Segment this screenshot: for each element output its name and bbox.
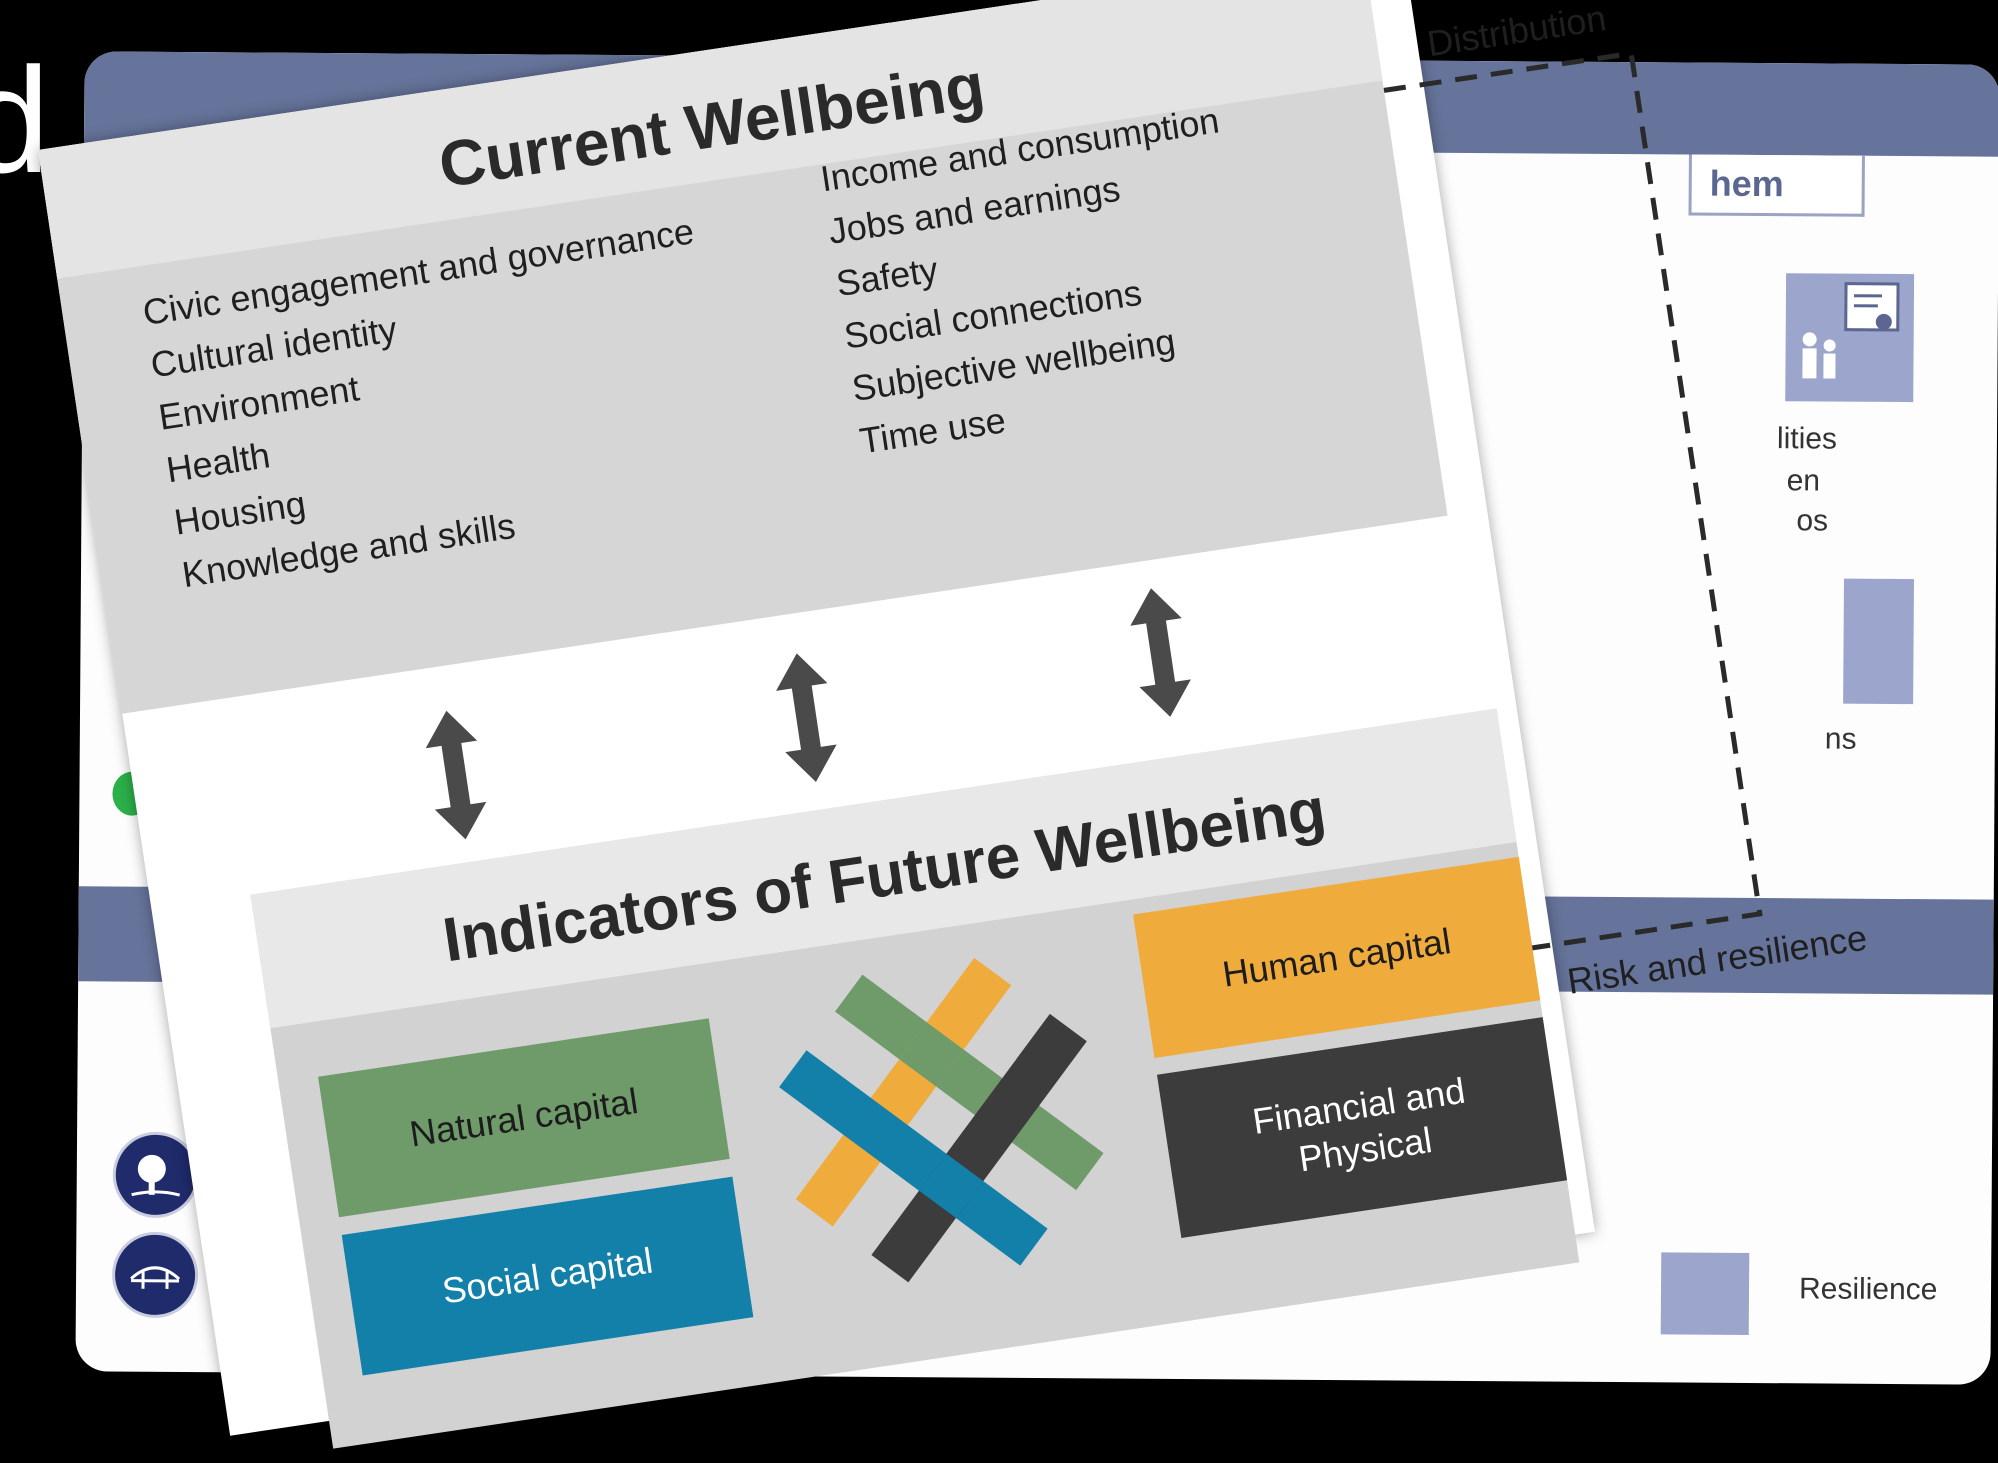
distribution-risk-connector (38, 0, 1911, 1436)
fragment-en: en (1787, 460, 1987, 503)
wellbeing-framework-figure: Current Wellbeing Civic engagement and g… (38, 0, 1595, 1436)
icon-box (1843, 579, 1914, 704)
fragment-os: os (1796, 500, 1996, 543)
fragment-lities: lities (1777, 418, 1977, 461)
certificate-family-icon (1785, 273, 1914, 402)
fragment-ns: ns (1825, 718, 1998, 761)
bridge-icon (112, 1232, 199, 1319)
certificate-icon (1785, 273, 1914, 402)
resilience-icon (1661, 1252, 1750, 1335)
resilience-label: Resilience (1799, 1268, 1989, 1311)
